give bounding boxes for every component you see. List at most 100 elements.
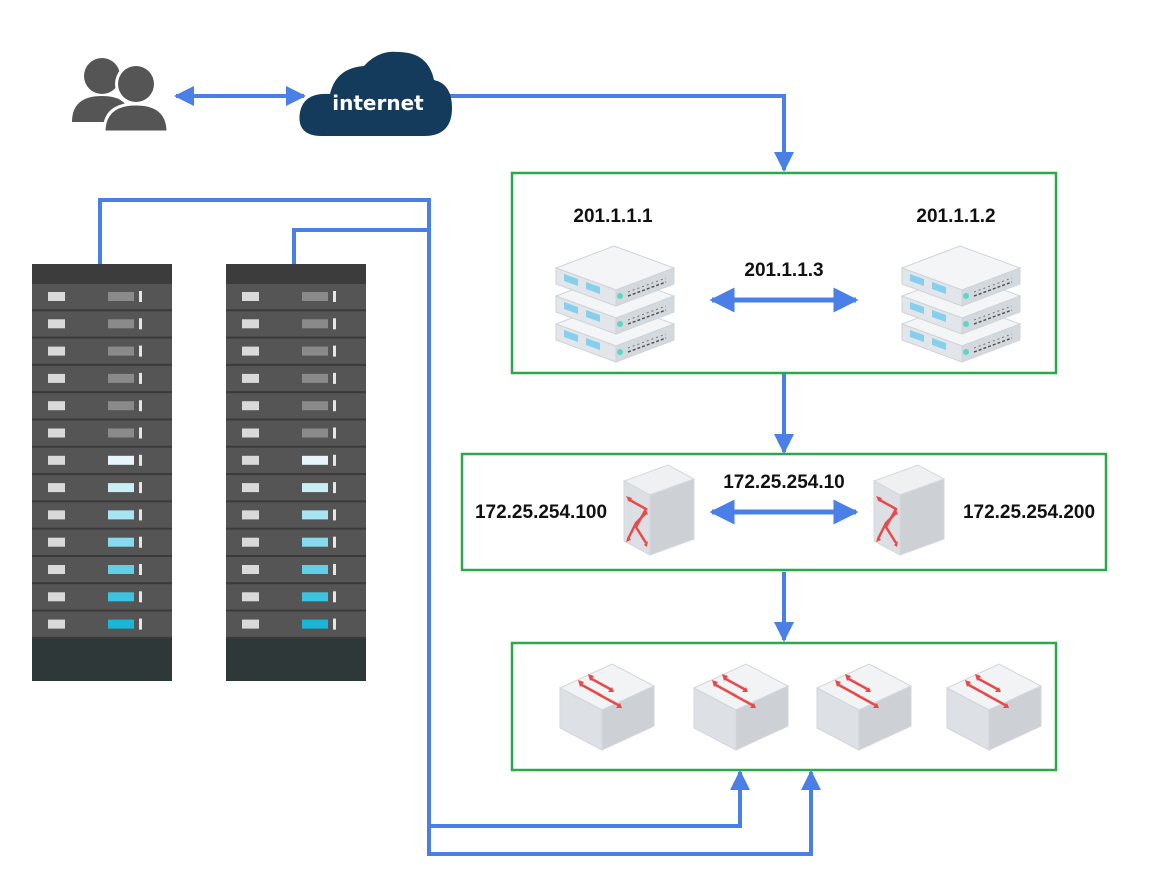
rack-unit-led bbox=[302, 373, 328, 383]
rack-unit-led bbox=[108, 565, 134, 574]
rack-unit-divider bbox=[226, 309, 366, 312]
rack-unit-slot bbox=[242, 619, 259, 629]
rack-unit-slot bbox=[242, 455, 259, 465]
rack-unit-slot bbox=[48, 592, 65, 602]
rack-unit-led bbox=[108, 510, 134, 520]
rack-unit-led bbox=[302, 619, 328, 629]
router-right-ip-label: 172.25.254.200 bbox=[963, 502, 1095, 523]
rack-unit-divider bbox=[32, 527, 172, 530]
rack-unit-slot bbox=[242, 428, 259, 438]
rack-unit-slot bbox=[48, 510, 65, 520]
rack-unit-led bbox=[302, 565, 328, 574]
rack-unit-slot bbox=[242, 483, 259, 493]
rack-unit-slot bbox=[242, 565, 259, 574]
rack-unit-divider bbox=[226, 363, 366, 366]
rack-unit-led bbox=[108, 373, 134, 383]
rack-unit-divider bbox=[32, 363, 172, 366]
rack-unit-divider bbox=[226, 445, 366, 448]
rack-unit-mark bbox=[333, 564, 336, 575]
router-right-icon bbox=[872, 463, 946, 557]
rack-unit-divider bbox=[226, 336, 366, 339]
rack-unit-slot bbox=[48, 346, 65, 356]
rack-unit-divider bbox=[32, 636, 172, 639]
rack-unit-slot bbox=[48, 428, 65, 438]
server-rack-icon bbox=[226, 264, 366, 681]
rack-unit-led bbox=[108, 455, 134, 465]
rack-unit-divider bbox=[32, 473, 172, 476]
rack-unit-mark bbox=[333, 509, 336, 521]
rack-unit-slot bbox=[242, 292, 259, 301]
rack-top bbox=[226, 264, 366, 284]
rack-base bbox=[32, 638, 172, 681]
rack-unit-divider bbox=[226, 636, 366, 639]
rack-unit-divider bbox=[32, 445, 172, 448]
switch-icon bbox=[558, 662, 656, 752]
rack-unit-divider bbox=[32, 582, 172, 585]
rack-unit-mark bbox=[139, 482, 142, 494]
rack-unit-mark bbox=[333, 536, 336, 548]
rack-unit-led bbox=[302, 401, 328, 411]
rack-unit-divider bbox=[32, 336, 172, 339]
rack-unit-slot bbox=[242, 592, 259, 602]
rack-unit-mark bbox=[333, 318, 336, 330]
rack-unit-mark bbox=[139, 400, 142, 412]
rack-unit-mark bbox=[333, 618, 336, 630]
rack-unit-divider bbox=[226, 527, 366, 530]
rack-unit-mark bbox=[139, 372, 142, 384]
rack-unit-slot bbox=[242, 510, 259, 520]
rack-unit-slot bbox=[48, 292, 65, 301]
load-balancer-group-box bbox=[510, 171, 1058, 375]
lb-right-server-icon bbox=[902, 246, 1020, 362]
rack-unit-led bbox=[108, 483, 134, 493]
rack-unit-slot bbox=[48, 537, 65, 547]
rack-unit-mark bbox=[139, 345, 142, 357]
rack-unit-mark bbox=[333, 454, 336, 466]
rack-unit-led bbox=[108, 428, 134, 438]
rack-unit-divider bbox=[226, 500, 366, 503]
rack-unit-slot bbox=[48, 401, 65, 411]
rack-unit-mark bbox=[333, 427, 336, 439]
rack-unit-divider bbox=[226, 609, 366, 612]
rack-unit-slot bbox=[48, 619, 65, 629]
rack-unit-divider bbox=[226, 418, 366, 421]
rack-unit-led bbox=[108, 537, 134, 547]
users-icon bbox=[72, 58, 170, 134]
lb-left-server-icon bbox=[556, 246, 674, 362]
rack-unit-divider bbox=[32, 500, 172, 503]
switch-group-box bbox=[510, 641, 1058, 772]
internet-lb-link bbox=[450, 94, 794, 172]
rack-unit-mark bbox=[139, 618, 142, 630]
rack-unit-divider bbox=[32, 418, 172, 421]
rack-unit-led bbox=[302, 292, 328, 301]
rack-unit-mark bbox=[139, 454, 142, 466]
rack-unit-divider bbox=[32, 391, 172, 394]
rack-unit-mark bbox=[333, 400, 336, 412]
rack-unit-slot bbox=[48, 373, 65, 383]
lb-vip-label: 201.1.1.3 bbox=[744, 260, 823, 281]
rack-unit-mark bbox=[333, 372, 336, 384]
rack-unit-divider bbox=[32, 609, 172, 612]
rack-unit-mark bbox=[139, 536, 142, 548]
rack-unit-mark bbox=[333, 291, 336, 302]
rack-unit-mark bbox=[139, 318, 142, 330]
rack-unit-divider bbox=[32, 555, 172, 557]
switch-icon bbox=[815, 662, 913, 752]
rack-unit-led bbox=[302, 592, 328, 602]
rack-unit-slot bbox=[242, 537, 259, 547]
rack-base bbox=[226, 638, 366, 681]
rack-unit-led bbox=[302, 455, 328, 465]
rack2-switch-link bbox=[292, 228, 821, 856]
rack-top bbox=[32, 264, 172, 284]
rack-unit-slot bbox=[242, 401, 259, 411]
rack-unit-slot bbox=[242, 373, 259, 383]
cloud-label: internet bbox=[332, 91, 424, 115]
rack-unit-mark bbox=[333, 482, 336, 494]
lb-left-ip-label: 201.1.1.1 bbox=[573, 206, 653, 227]
rack-unit-slot bbox=[242, 319, 259, 329]
rack-unit-slot bbox=[48, 565, 65, 574]
rack-unit-slot bbox=[242, 346, 259, 356]
router-left-icon bbox=[622, 463, 696, 557]
router-vip-label: 172.25.254.10 bbox=[723, 472, 845, 493]
rack-unit-divider bbox=[226, 473, 366, 476]
